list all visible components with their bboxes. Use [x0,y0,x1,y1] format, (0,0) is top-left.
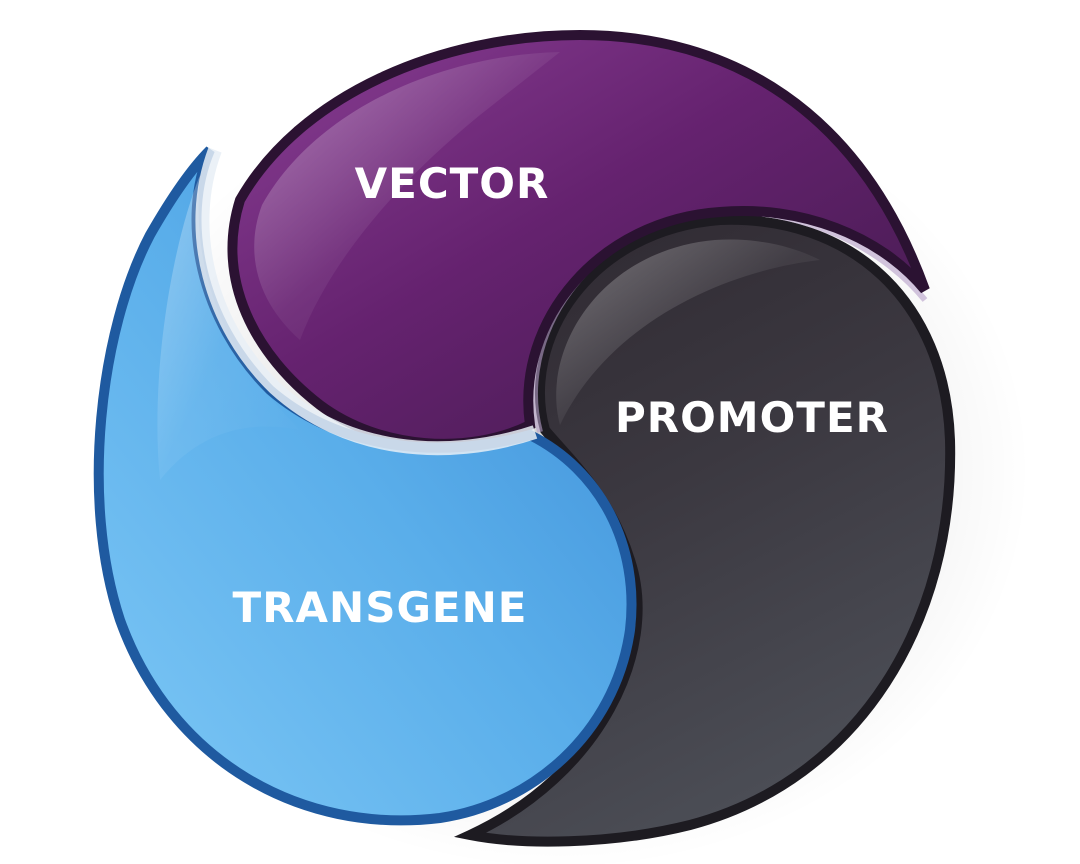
promoter-label: PROMOTER [615,393,889,442]
vector-gloss [254,52,560,340]
segment-vector: VECTOR [227,29,930,449]
segment-transgene: TRANSGENE [93,146,637,826]
transgene-label: TRANSGENE [233,583,528,632]
transgene-gloss [157,175,300,480]
promoter-gloss [556,239,820,425]
segment-promoter [453,208,956,847]
transgene-rim-highlight [195,147,538,456]
vector-label: VECTOR [355,159,550,208]
